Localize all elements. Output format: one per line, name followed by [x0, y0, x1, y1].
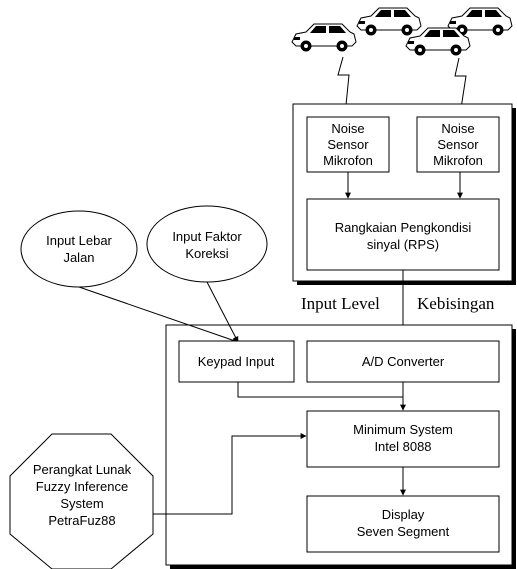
car-icon — [291, 23, 357, 52]
software-line1: Perangkat Lunak — [33, 462, 132, 477]
software-octagon — [9, 433, 154, 569]
arrow-software-minsys — [153, 433, 307, 515]
kebisingan-label: Kebisingan — [417, 294, 495, 313]
minimum-system-line1: Minimum System — [353, 422, 453, 437]
keypad-input-label: Keypad Input — [198, 354, 275, 369]
input-lebar-jalan-line1: Input Lebar — [46, 233, 112, 248]
line-keypad-minsys — [237, 382, 403, 398]
signal-link-left — [337, 56, 350, 116]
software-line3: System — [60, 496, 103, 511]
software-line2: Fuzzy Inference — [36, 479, 129, 494]
rps-box — [306, 198, 500, 271]
signal-link-right — [454, 57, 467, 116]
noise-sensor-left-line3: Mikrofon — [323, 153, 373, 168]
noise-sensor-right-line2: Sensor — [437, 137, 479, 152]
noise-sensor-right-line3: Mikrofon — [433, 153, 483, 168]
minimum-system-box — [306, 410, 500, 468]
rps-line1: Rangkaian Pengkondisi — [335, 220, 472, 235]
software-line4: PetraFuz88 — [48, 513, 115, 528]
display-line2: Seven Segment — [357, 524, 450, 539]
keypad-input-box — [178, 340, 295, 383]
car-icon — [356, 7, 422, 36]
rps-line2: sinyal (RPS) — [367, 237, 439, 252]
input-lebar-jalan-line2: Jalan — [63, 250, 94, 265]
arrow-lebar-jalan-keypad — [78, 286, 239, 344]
input-lebar-jalan-ellipse — [20, 210, 138, 288]
car-icon — [405, 27, 471, 56]
noise-sensor-left-line2: Sensor — [327, 137, 369, 152]
ad-converter-box — [306, 340, 500, 383]
noise-sensor-right — [416, 116, 500, 173]
display-line1: Display — [382, 507, 425, 522]
input-level-label: Input Level — [301, 294, 380, 313]
input-faktor-koreksi-ellipse — [146, 205, 268, 283]
input-faktor-koreksi-line2: Koreksi — [185, 246, 228, 261]
arrow-faktor-koreksi-keypad — [206, 281, 239, 343]
display-box — [306, 495, 500, 553]
input-faktor-koreksi-line1: Input Faktor — [172, 229, 242, 244]
noise-sensor-right-line1: Noise — [441, 121, 474, 136]
ad-converter-label: A/D Converter — [362, 354, 445, 369]
noise-sensor-left-line1: Noise — [331, 121, 364, 136]
minimum-system-line2: Intel 8088 — [374, 439, 431, 454]
